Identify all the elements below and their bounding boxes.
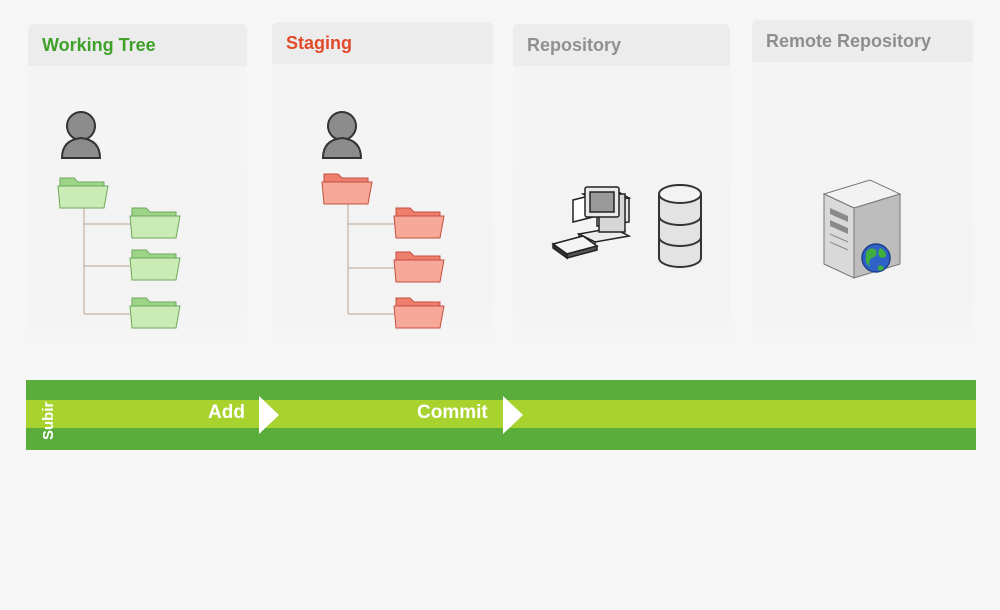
remote-repository-diagram (822, 179, 902, 279)
panel-working-tree: Working Tree (28, 24, 247, 350)
repository-diagram (551, 184, 702, 268)
folder-icon (321, 173, 373, 205)
tree-lines (83, 204, 130, 315)
tree-lines (347, 202, 394, 315)
panel-title-staging: Staging (272, 22, 493, 64)
folder-icon (393, 251, 445, 283)
panel-title-repository: Repository (513, 24, 730, 66)
workflow-band: Subir Add Commit (26, 380, 976, 450)
folder-icon (129, 207, 181, 239)
user-icon (321, 111, 363, 159)
panel-title-remote-repository: Remote Repository (752, 20, 973, 62)
folder-icon (57, 177, 109, 209)
panel-remote-repository: Remote Repository (752, 20, 973, 350)
database-icon (658, 184, 702, 268)
step-commit-label: Commit (417, 402, 488, 423)
arrow-right-icon (259, 396, 279, 434)
panel-title-working-tree: Working Tree (28, 24, 247, 66)
arrow-right-icon (503, 396, 523, 434)
folder-icon (393, 297, 445, 329)
folder-icon (129, 297, 181, 329)
user-icon (60, 111, 102, 159)
folder-icon (129, 249, 181, 281)
folder-icon (393, 207, 445, 239)
server-globe-icon (822, 179, 902, 279)
step-add-label: Add (208, 402, 245, 423)
panel-repository: Repository (513, 24, 730, 350)
staging-diagram (321, 111, 445, 329)
working-tree-diagram (57, 111, 181, 329)
panel-staging: Staging (272, 22, 493, 350)
workflow-vertical-label: Subir (40, 401, 57, 440)
workflow-band-inner (26, 400, 976, 428)
desktop-computer-icon (551, 186, 632, 260)
